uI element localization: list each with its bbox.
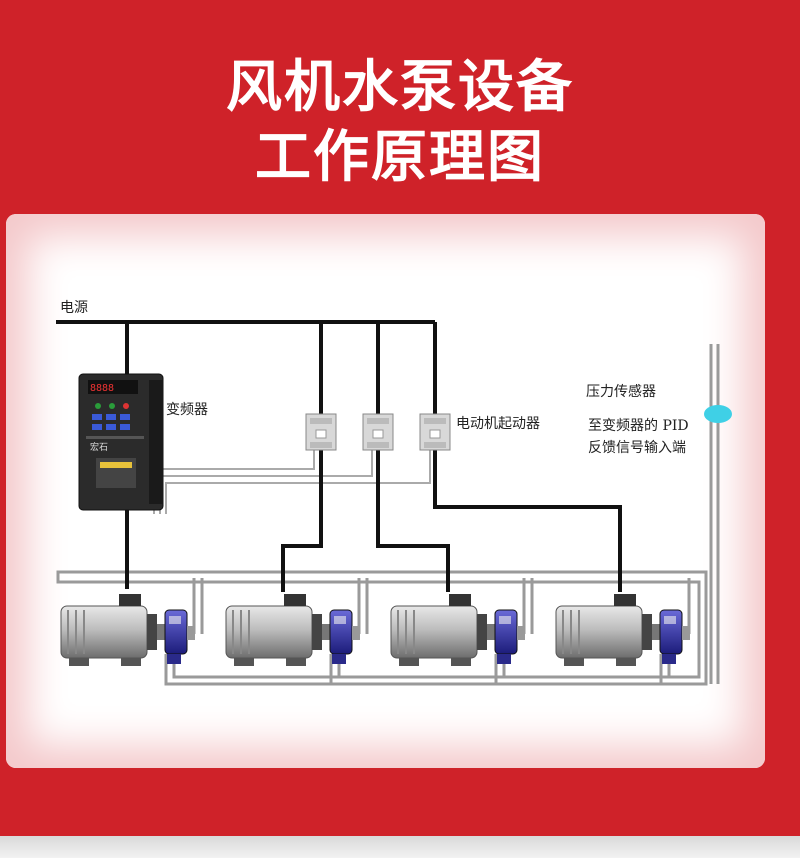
power-label: 电源 <box>60 300 88 316</box>
motor-pump-3 <box>390 593 526 667</box>
motor-pump-1 <box>60 593 196 667</box>
pressure-sensor <box>704 405 732 423</box>
motor-starter-3 <box>419 413 451 451</box>
page-title-line2: 工作原理图 <box>255 125 545 190</box>
vfd-label: 变频器 <box>166 402 208 418</box>
water-pipe <box>56 344 720 686</box>
diagram-card: 8888 宏石 电源 变频器 电动机起动器 压力传感器 至变频器的 PID 反馈… <box>6 214 765 768</box>
vfd-unit: 8888 宏石 <box>78 373 164 511</box>
motor-pump-2 <box>225 593 361 667</box>
power-wires <box>56 320 622 592</box>
page-title-line1: 风机水泵设备 <box>226 55 574 120</box>
starter-label: 电动机起动器 <box>456 416 540 432</box>
bottom-band <box>0 836 800 858</box>
vfd-brand-text: 宏石 <box>90 441 108 453</box>
motor-starter-2 <box>362 413 394 451</box>
svg-text:8888: 8888 <box>90 383 114 394</box>
motor-starter-1 <box>305 413 337 451</box>
feedback-label-line1: 至变频器的 PID <box>588 418 689 434</box>
pressure-sensor-label: 压力传感器 <box>586 383 656 400</box>
motor-pump-4 <box>555 593 691 667</box>
signal-wires <box>153 444 431 514</box>
working-principle-diagram: 8888 宏石 电源 变频器 电动机起动器 压力传感器 至变频器的 PID 反馈… <box>56 300 732 686</box>
feedback-label-line2: 反馈信号输入端 <box>588 440 686 456</box>
